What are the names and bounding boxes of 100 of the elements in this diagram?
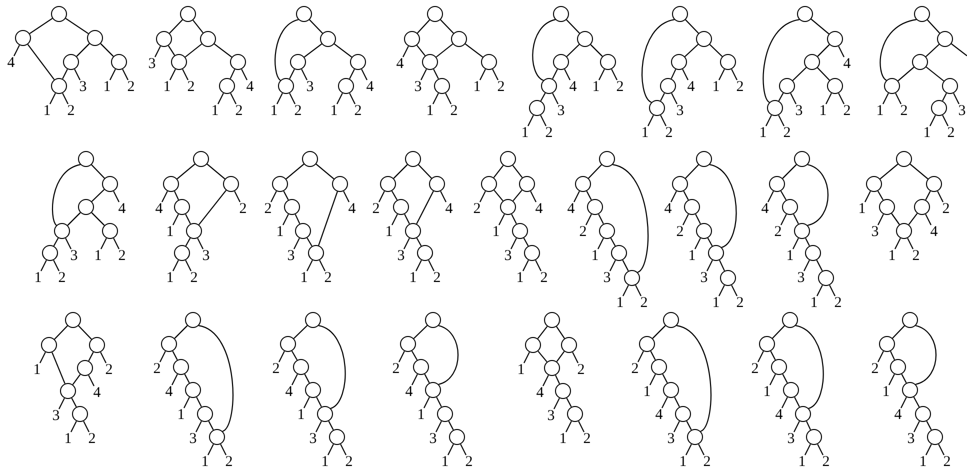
tree-edge [826,92,832,104]
tree-edge [480,68,486,80]
tree-node [555,383,571,399]
leaf-label: 2 [272,362,280,376]
tree-edge [306,260,313,272]
tree-edge [185,214,191,224]
tree-node [329,429,345,445]
tree-edge [942,114,948,126]
leaf-label: 1 [211,104,219,118]
tree-node [720,54,736,70]
leaf-label: 3 [871,225,879,239]
leaf-label: 1 [641,126,649,140]
tree-node [481,176,497,192]
leaf-label: 1 [923,126,931,140]
tree-node [896,223,912,239]
tree-edge [424,374,430,384]
tree-edge [660,114,666,126]
leaf-label: 2 [294,104,302,118]
tree-edge [196,396,202,408]
tree-edge [794,396,800,408]
tree-edge [220,444,226,456]
tree-edge [413,325,428,339]
tree-edge [718,284,725,296]
tree-edge [62,92,68,104]
leaf-label: 1 [166,271,174,285]
tree-edge [540,92,546,102]
tree-node [481,54,497,70]
tree-node [332,176,348,192]
tree-node [174,199,190,215]
leaf-label: 4 [7,56,15,70]
leaf-label: 4 [894,408,902,422]
tree-edge [182,68,188,80]
tree-edge [316,420,322,432]
tree-node [663,312,679,328]
leaf-label: 2 [235,104,243,118]
tree-edge [926,444,932,456]
tree-node [519,176,535,192]
tree-edge [91,164,105,179]
leaf-label: 4 [535,202,543,216]
tree-edge [420,68,427,80]
tree-edge [635,284,642,296]
tree-edge [794,420,800,432]
tree-node [942,78,958,94]
tree-edge [770,374,776,386]
tree-node [272,176,288,192]
leaf-label: 3 [958,104,966,118]
tree-edge [528,114,534,126]
tree-node [720,270,736,286]
tree-edge [566,44,580,57]
tree-node [684,199,700,215]
tree-edge [778,114,784,126]
tree-edge [652,325,666,339]
tree-edge [731,284,738,296]
tree-edge [433,68,439,80]
tree-edge [542,374,549,386]
tree-edge [438,325,459,385]
tree-node [87,30,103,46]
tree-node [599,151,615,167]
tree-edge [882,92,889,104]
leaf-label: 2 [783,126,791,140]
tree-node [525,337,541,353]
leaf-label: 1 [417,408,425,422]
tree-edge [610,260,616,272]
tree-edge [184,44,202,58]
tree-node [317,406,333,422]
leaf-label: 2 [127,80,135,94]
leaf-label: 2 [577,363,585,377]
tree-edge [926,420,932,430]
tree-node [771,359,787,375]
leaf-label: 1 [516,271,524,285]
tree-edge [622,260,629,272]
tree-edge [78,325,92,340]
tree-edge [185,238,191,246]
tree-edge [792,238,799,250]
tree-edge [334,43,352,58]
tree-node [295,223,311,239]
tree-edge [555,374,560,384]
tree-edge [230,92,236,104]
tree-edge [291,350,298,360]
leaf-label: 1 [798,455,806,469]
tree-edge [328,444,334,456]
tree-edge [937,190,944,202]
tree-edge [316,396,322,408]
tree-edge [343,190,350,202]
tree-edge [54,325,68,340]
tree-node [553,6,569,22]
tree-edge [540,114,546,126]
tree-edge [52,164,81,226]
tree-edge [40,260,47,272]
tree-node [879,199,895,215]
tree-edge [731,68,738,80]
leaf-label: 2 [843,104,851,118]
leaf-label: 3 [700,271,708,285]
tree-edge [780,214,787,226]
tree-edge [782,164,797,179]
tree-edge [214,43,232,58]
tree-edge [707,238,713,246]
tree-node [305,312,321,328]
tree-node [350,54,366,70]
tree-node [51,78,67,94]
